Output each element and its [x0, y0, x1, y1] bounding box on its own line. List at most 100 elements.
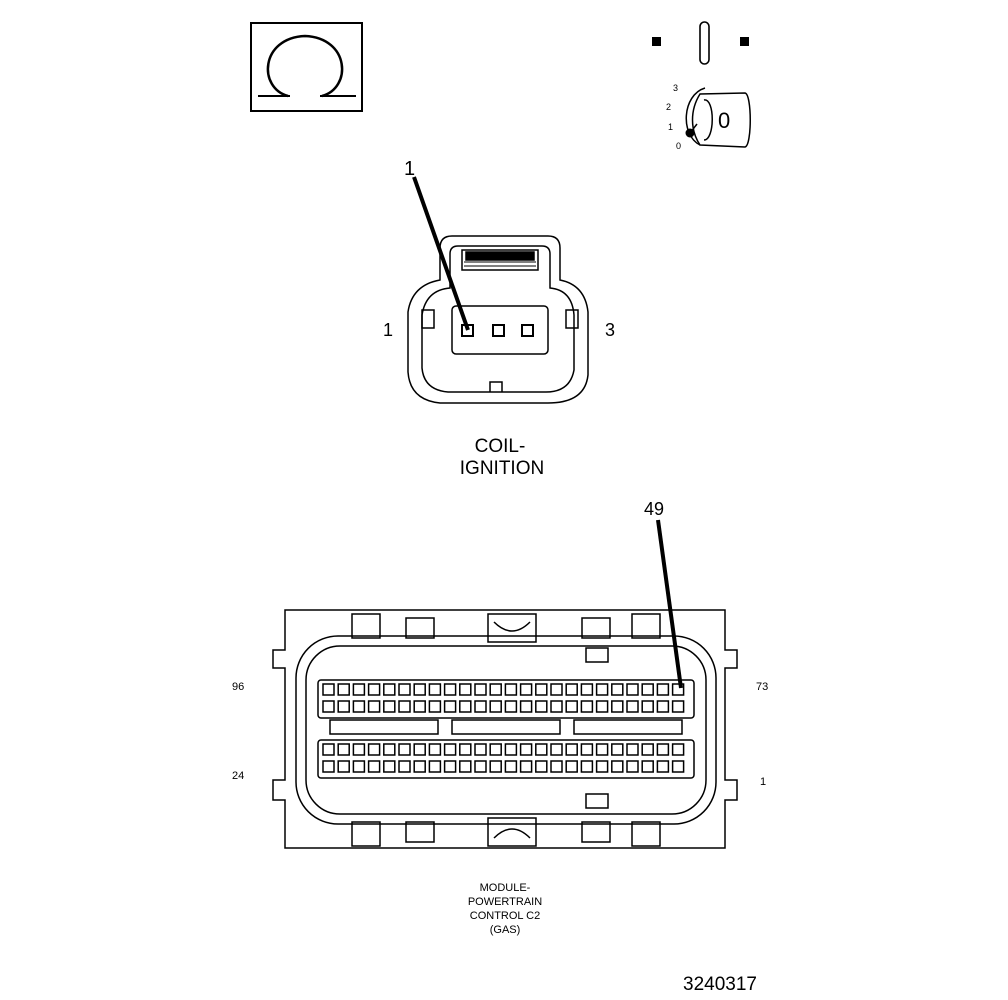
pin-cavity [474, 700, 487, 713]
pin-cavity [474, 683, 487, 696]
pin-cavity [443, 683, 457, 696]
pin-cavity [489, 760, 502, 773]
pin-cavity [383, 700, 396, 713]
pin-cavity [580, 700, 594, 713]
pin-cavity [656, 683, 670, 696]
pin-cavity [459, 760, 472, 773]
pin-cavity [459, 700, 472, 713]
pin-cavity [367, 760, 381, 773]
pin-cavity [352, 683, 366, 696]
pin-cavity [443, 760, 457, 773]
pin-cavity [413, 743, 426, 756]
pin-cavity [626, 760, 639, 773]
pin-cavity [565, 743, 578, 756]
pin-cavity [519, 683, 533, 696]
pin-cavity [550, 700, 563, 713]
pin-cavity [626, 743, 639, 756]
pin-cavity [550, 683, 563, 696]
pin-cavity [641, 683, 654, 696]
pin-cavity [595, 743, 609, 756]
pin-cavity [489, 700, 502, 713]
pin-cavity [428, 743, 442, 756]
pin-cavity [443, 700, 457, 713]
pin-cavity [443, 743, 457, 756]
pin-cavity [413, 683, 426, 696]
pin-cavity [398, 743, 411, 756]
pin-cavity [656, 700, 670, 713]
pin-cavity [322, 743, 335, 756]
ignition-scale-1: 1 [668, 122, 673, 132]
pin-cavity [337, 760, 350, 773]
pin-cavity [398, 760, 411, 773]
figure-number: 3240317 [683, 974, 757, 995]
pin-cavity [337, 700, 350, 713]
pin-cavity [580, 683, 594, 696]
pin-cavity [656, 760, 670, 773]
pin-cavity [641, 760, 654, 773]
pin-cavity [504, 700, 518, 713]
pin-cavity [535, 760, 548, 773]
pin-cavity [489, 683, 502, 696]
coil-callout-leader [412, 176, 470, 331]
pin-cavity [367, 743, 381, 756]
pin-cavity [656, 743, 670, 756]
pin-cavity [352, 743, 366, 756]
pin-cavity [383, 683, 396, 696]
pin-cavity [413, 700, 426, 713]
pin-cavity [352, 760, 366, 773]
pin-cavity [428, 700, 442, 713]
pin-cavity [580, 760, 594, 773]
pin-cavity [459, 743, 472, 756]
pin-cavity [611, 700, 624, 713]
pin-cavity [611, 743, 624, 756]
pin-cavity [550, 760, 563, 773]
pin-cavity [671, 760, 685, 773]
pcm-pin-1-label: 1 [760, 776, 766, 788]
ignition-key-icon: 3 2 1 0 0 [652, 21, 751, 151]
coil-pin-3-label: 3 [605, 320, 615, 340]
pin-cavity [671, 700, 685, 713]
pin-cavity [595, 760, 609, 773]
pin-cavity [428, 683, 442, 696]
pin-cavity [489, 743, 502, 756]
pin-cavity [428, 760, 442, 773]
pin-cavity [671, 743, 685, 756]
pcm-pin-73-label: 73 [756, 681, 768, 693]
pin-cavity [626, 700, 639, 713]
pcm-pin-grid [322, 683, 685, 773]
coil-connector-name-line1: COIL- [475, 436, 526, 457]
pin-cavity [398, 700, 411, 713]
ignition-scale-3: 3 [673, 83, 678, 93]
pin-cavity [641, 700, 654, 713]
coil-connector-name-line2: IGNITION [460, 458, 544, 479]
pcm-name-line3: CONTROL C2 [470, 910, 541, 922]
pcm-name-line1: MODULE- [480, 882, 531, 894]
pin-cavity [580, 743, 594, 756]
pin-cavity [519, 743, 533, 756]
pin-cavity [595, 700, 609, 713]
ignition-key-glyph: 0 [718, 108, 730, 133]
pin-cavity [474, 743, 487, 756]
coil-pin-1-label: 1 [383, 320, 393, 340]
pin-cavity [459, 683, 472, 696]
pin-cavity [322, 700, 335, 713]
pin-cavity [337, 743, 350, 756]
pin-cavity [535, 700, 548, 713]
pin-cavity [504, 683, 518, 696]
pin-cavity [565, 700, 578, 713]
coil-ignition-connector [407, 235, 589, 404]
pcm-callout-label: 49 [644, 499, 664, 519]
pin-cavity [398, 683, 411, 696]
pcm-pin-96-label: 96 [232, 681, 244, 693]
pin-cavity [535, 683, 548, 696]
pin-cavity [595, 683, 609, 696]
pin-cavity [535, 743, 548, 756]
pin-cavity [611, 760, 624, 773]
pin-cavity [337, 683, 350, 696]
pin-cavity [519, 760, 533, 773]
pin-cavity [352, 700, 366, 713]
pin-cavity [519, 700, 533, 713]
pin-cavity [413, 760, 426, 773]
pin-cavity [671, 683, 685, 696]
